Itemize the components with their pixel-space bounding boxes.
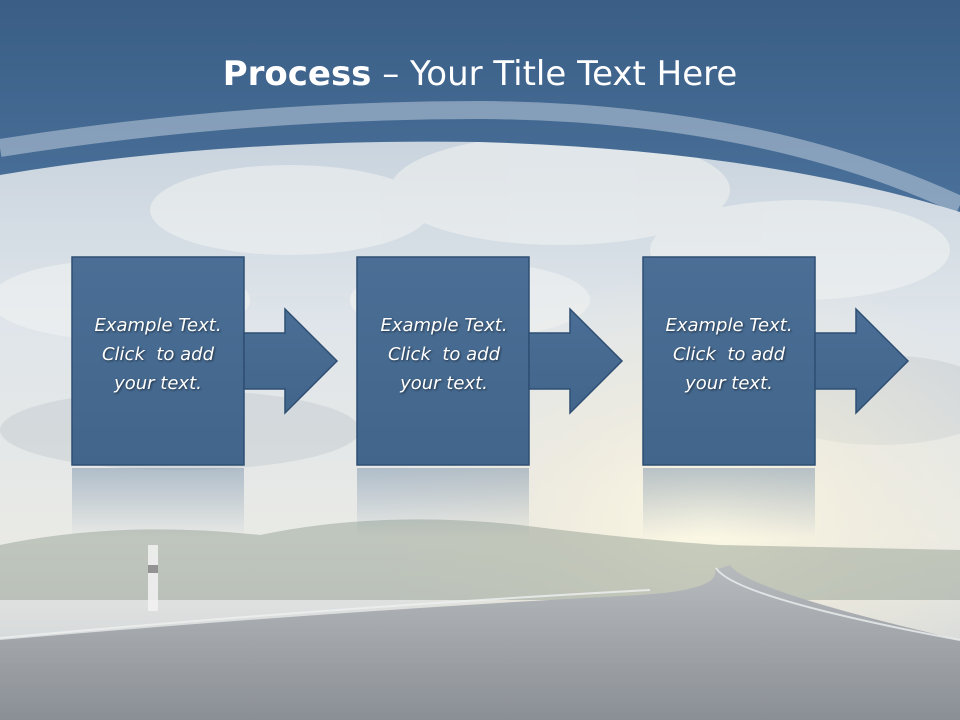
step-line: your text. xyxy=(400,373,488,394)
road-post-band xyxy=(148,565,158,573)
step-line: your text. xyxy=(685,373,773,394)
step-line: Example Text. xyxy=(380,315,508,336)
road-edge-line xyxy=(0,589,651,639)
process-step-1[interactable] xyxy=(71,256,339,538)
road-edge-line-right xyxy=(715,567,960,641)
process-step-3[interactable] xyxy=(642,256,910,538)
arrow-right-icon xyxy=(814,307,910,415)
title-banner xyxy=(0,0,960,212)
step-line: Click to add xyxy=(101,344,214,365)
arrow-right-icon xyxy=(528,307,624,415)
step-reflection xyxy=(72,468,244,538)
step-reflection xyxy=(643,468,815,538)
process-step-2[interactable] xyxy=(356,256,624,538)
road xyxy=(0,565,960,720)
step-text-2[interactable]: Example Text. Click to add your text. xyxy=(357,311,531,398)
road-post xyxy=(148,545,158,611)
step-reflection xyxy=(357,468,529,538)
step-box[interactable] xyxy=(642,256,816,466)
title-bold: Process xyxy=(222,54,372,94)
step-line: Example Text. xyxy=(665,315,793,336)
step-line: Click to add xyxy=(387,344,500,365)
step-text-1[interactable]: Example Text. Click to add your text. xyxy=(71,311,245,398)
slide-title[interactable]: Process – Your Title Text Here xyxy=(0,52,960,96)
step-box[interactable] xyxy=(356,256,530,466)
title-rest: – Your Title Text Here xyxy=(371,54,738,94)
step-line: Click to add xyxy=(672,344,785,365)
banner-swoosh xyxy=(0,100,960,214)
step-text-3[interactable]: Example Text. Click to add your text. xyxy=(642,311,816,398)
step-line: Example Text. xyxy=(94,315,222,336)
step-line: your text. xyxy=(114,373,202,394)
arrow-right-icon xyxy=(243,307,339,415)
